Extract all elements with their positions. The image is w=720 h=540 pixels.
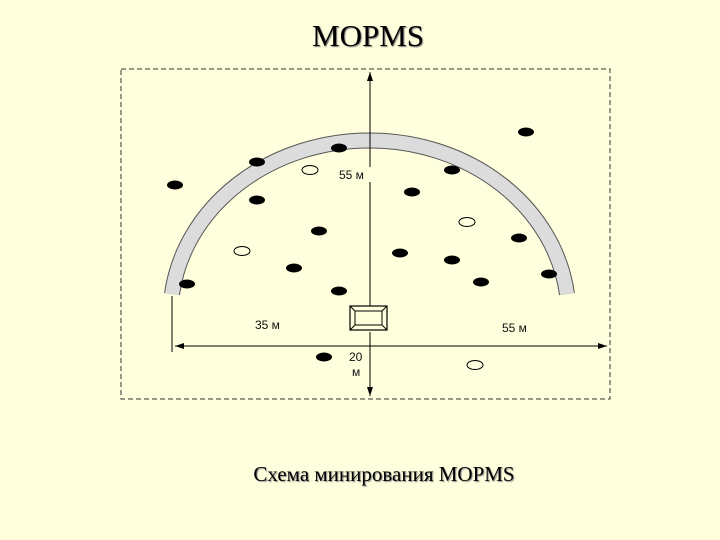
inactive-mine-icon (233, 246, 251, 256)
active-mine-icon (316, 352, 332, 362)
rear-distance-label-unit: м (352, 365, 360, 379)
rear-distance-label-number: 20 (349, 350, 363, 364)
active-mine-icon (404, 187, 420, 197)
active-mine-icon (473, 277, 489, 287)
minefield-boundary (120, 68, 611, 400)
inactive-mine-icon (301, 165, 319, 175)
active-mines (167, 127, 557, 362)
page-title: MOPMS (312, 18, 424, 53)
forward-distance-label: 55 м (339, 168, 364, 182)
active-mine-icon (167, 180, 183, 190)
inactive-mines (233, 165, 484, 370)
active-mine-icon (331, 143, 347, 153)
diagram-caption: Схема минирования MOPMS (253, 462, 515, 486)
active-mine-icon (392, 248, 408, 258)
active-mine-icon (286, 263, 302, 273)
active-mine-icon (331, 286, 347, 296)
active-mine-icon (511, 233, 527, 243)
active-mine-icon (444, 255, 460, 265)
active-mine-icon (249, 157, 265, 167)
active-mine-icon (179, 279, 195, 289)
active-mine-icon (518, 127, 534, 137)
active-mine-icon (541, 269, 557, 279)
active-mine-icon (249, 195, 265, 205)
inactive-mine-icon (466, 360, 484, 370)
active-mine-icon (311, 226, 327, 236)
inactive-mine-icon (458, 217, 476, 227)
mopms-dispenser (349, 305, 388, 331)
active-mine-icon (444, 165, 460, 175)
right-distance-label: 55 м (502, 321, 527, 335)
left-distance-label: 35 м (255, 318, 280, 332)
